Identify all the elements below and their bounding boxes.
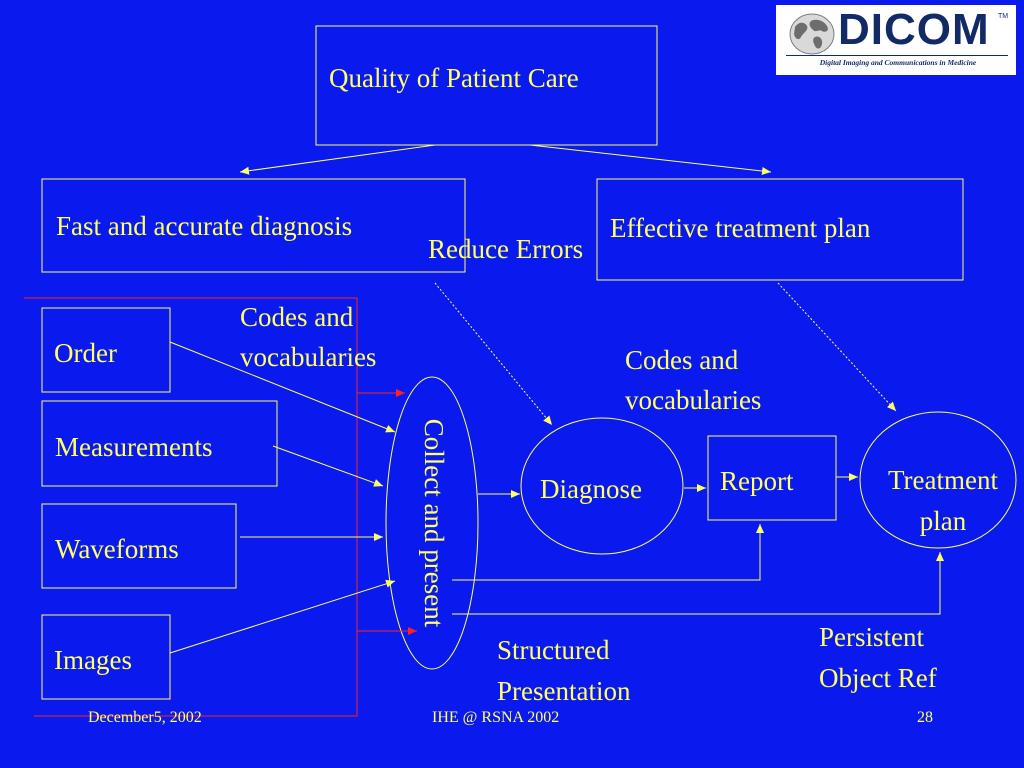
quality-label: Quality of Patient Care [329, 63, 579, 93]
images-label: Images [54, 645, 132, 675]
diagnose-label: Diagnose [540, 474, 642, 504]
footer-page-number: 28 [917, 709, 933, 726]
red-bracket [24, 297, 358, 717]
treatment-ellipse [859, 411, 1017, 549]
structured-presentation-label: Structured Presentation [497, 635, 631, 706]
order-label: Order [54, 338, 117, 368]
collect-ellipse [385, 376, 479, 670]
waveforms-box [41, 503, 237, 589]
logo-trademark: TM [998, 13, 1009, 20]
arrow-quality-to-treatment [529, 144, 772, 175]
dotted-arrow-errors-to-diagnose [434, 282, 553, 426]
treatment-label: Treatment plan [888, 465, 998, 536]
arrow-order-to-collect [169, 341, 396, 433]
dotted-arrow-goal-to-treatment [777, 282, 897, 412]
measurements-label: Measurements [55, 432, 213, 462]
arrow-measurements-to-collect [272, 445, 384, 487]
arrow-collect-to-report [452, 524, 764, 581]
diagnose-ellipse [520, 417, 684, 555]
globe-icon [789, 13, 835, 55]
collect-label: Collect and present [419, 418, 449, 628]
arrow-quality-to-diagnosis [239, 144, 436, 175]
codes-left-label: Codes and vocabularies [240, 302, 377, 372]
measurements-box [41, 400, 278, 487]
codes-right-label: Codes and vocabularies [625, 345, 762, 415]
logo-wordmark: DICOM [838, 5, 990, 54]
reduce-errors-label: Reduce Errors [428, 234, 584, 264]
report-label: Report [720, 466, 794, 496]
footer-event: IHE @ RSNA 2002 [432, 709, 560, 726]
footer-date: December5, 2002 [88, 709, 202, 726]
waveforms-label: Waveforms [55, 534, 179, 564]
order-box [41, 307, 171, 393]
arrow-images-to-collect [169, 579, 396, 654]
logo-divider [786, 55, 1008, 56]
dicom-logo: DICOM TM Digital Imaging and Communicati… [776, 5, 1016, 75]
report-box [707, 435, 837, 521]
treatment-goal-box [596, 178, 964, 281]
logo-tagline: Digital Imaging and Communications in Me… [819, 58, 977, 67]
arrow-collect-to-treatment [452, 552, 944, 615]
quality-box [315, 25, 658, 146]
diagnosis-box [41, 178, 466, 273]
diagnosis-label: Fast and accurate diagnosis [56, 211, 353, 241]
treatment-goal-label: Effective treatment plan [610, 213, 871, 243]
images-box [41, 614, 171, 700]
persistent-object-ref-label: Persistent Object Ref [819, 622, 937, 693]
